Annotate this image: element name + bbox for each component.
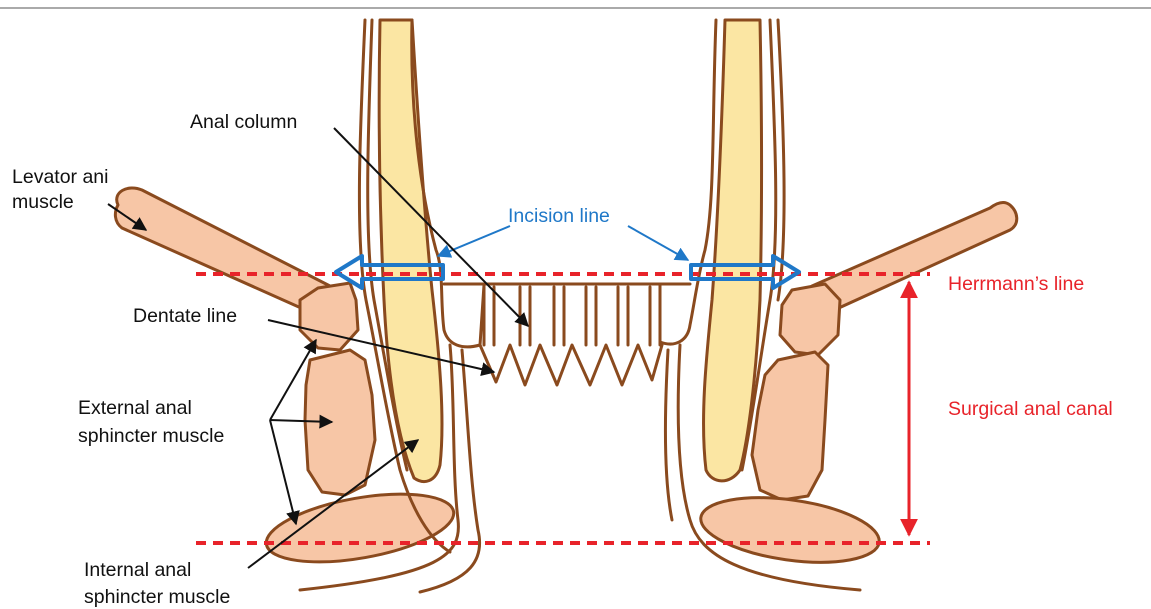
column-6 xyxy=(650,287,660,345)
label-surgical-anal-canal: Surgical anal canal xyxy=(948,398,1113,420)
levator-ani-left xyxy=(115,188,335,312)
column-1 xyxy=(484,287,494,345)
label-external-line2: sphincter muscle xyxy=(78,425,224,447)
incision-pointer-right xyxy=(628,226,688,260)
external-sphincter-left-deep xyxy=(300,283,358,350)
external-sphincter-right-superficial xyxy=(752,352,828,500)
external-sphincter-left-subcutaneous xyxy=(261,482,459,574)
external-sphincter-right-deep xyxy=(780,284,840,355)
label-levator-ani-line1: Levator ani xyxy=(12,166,108,188)
incision-pointer-left xyxy=(438,226,510,256)
label-external-line1: External anal xyxy=(78,397,192,419)
column-5 xyxy=(618,287,628,345)
label-levator-ani-line2: muscle xyxy=(12,191,74,213)
dentate-zigzag xyxy=(480,345,662,385)
column-2 xyxy=(520,287,530,345)
anoderm-right xyxy=(665,350,672,520)
rectal-wall-right-outer-line xyxy=(660,20,716,344)
right-wall xyxy=(660,20,1017,590)
pointer-external-3 xyxy=(270,420,296,524)
column-4 xyxy=(586,287,596,345)
label-herrmann-line: Herrmann’s line xyxy=(948,273,1084,295)
label-internal-line1: Internal anal xyxy=(84,559,191,581)
label-incision-line: Incision line xyxy=(508,205,610,227)
column-3 xyxy=(554,287,564,345)
label-anal-column: Anal column xyxy=(190,111,297,133)
label-dentate-line: Dentate line xyxy=(133,305,237,327)
label-internal-line2: sphincter muscle xyxy=(84,586,230,608)
external-sphincter-left-superficial xyxy=(305,350,375,495)
